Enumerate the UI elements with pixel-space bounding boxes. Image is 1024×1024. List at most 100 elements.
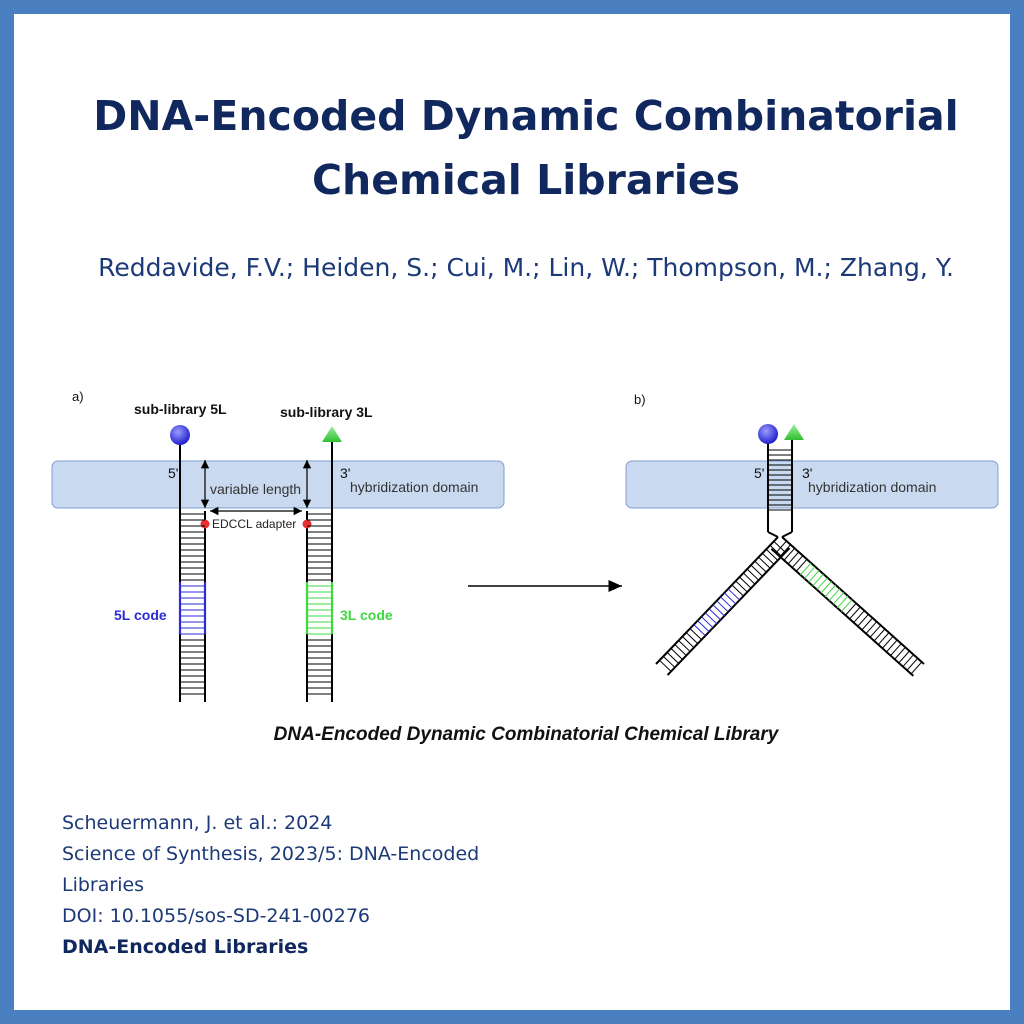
reference-tag: DNA-Encoded Libraries: [62, 936, 309, 958]
code-5l-label: 5L code: [114, 607, 167, 623]
title-line-2: Chemical Libraries: [311, 156, 741, 204]
arm-left-inner: [666, 547, 791, 676]
arm-right-rung: [812, 573, 824, 587]
code-3l-label: 3L code: [340, 607, 393, 623]
arm-right-rung: [869, 624, 882, 638]
arm-left-rung: [731, 584, 744, 597]
three-prime-label-a: 3': [340, 465, 350, 481]
reference-line-2: Science of Synthesis, 2023/5: DNA-Encode…: [62, 843, 480, 865]
arm-right-rung: [841, 599, 853, 612]
arm-right-rung: [800, 562, 812, 576]
arm-right-rung: [906, 657, 919, 671]
arm-left-rung: [743, 572, 756, 585]
adapter-dot-right: [302, 519, 312, 529]
arm-left-rung: [723, 592, 737, 605]
arm-right-outer: [781, 536, 925, 665]
arm-right-rung: [890, 643, 902, 656]
figure-dedccl: a) hybridization domain sub-library 5L s…: [51, 389, 999, 702]
arm-left-rung: [678, 640, 691, 652]
arm-left-rung: [704, 612, 718, 625]
panel-b-label: b): [634, 392, 646, 407]
arm-left-rung: [666, 652, 680, 664]
arm-right-rung: [787, 551, 800, 565]
arm-right-rung: [849, 606, 861, 620]
hybridization-domain-label-b: hybridization domain: [808, 479, 936, 495]
arm-left-rung: [697, 620, 710, 633]
sublib-5l-label: sub-library 5L: [134, 401, 227, 417]
arm-left-rung: [765, 548, 779, 561]
arm-left-rung: [674, 644, 687, 656]
arm-left-rung: [762, 552, 775, 565]
arm-right-rung: [808, 569, 820, 583]
panel-a-label: a): [72, 389, 84, 404]
arm-left-rung: [727, 588, 741, 601]
arm-left-rung: [693, 624, 706, 637]
arm-left-rung: [773, 540, 786, 553]
arm-left-rung: [750, 564, 763, 577]
authors: Reddavide, F.V.; Heiden, S.; Cui, M.; Li…: [98, 253, 954, 282]
ball-b: [758, 424, 778, 444]
reference-doi: DOI: 10.1055/sos-SD-241-00276: [62, 905, 370, 927]
arm-right-rung: [902, 654, 914, 667]
five-prime-label-b: 5': [754, 465, 764, 481]
arm-right-rung: [886, 639, 898, 653]
adapter-label: EDCCL adapter: [212, 517, 296, 531]
triangle-b: [784, 424, 804, 440]
title-line-1: DNA-Encoded Dynamic Combinatorial: [93, 92, 959, 140]
arm-right-rung: [882, 635, 894, 649]
arm-right-rung: [804, 566, 816, 579]
arm-left-rung: [689, 628, 702, 641]
arm-right-rung: [861, 617, 873, 631]
arm-left-rung: [769, 544, 782, 557]
arm-left-rung: [701, 616, 714, 629]
rungs-5l: [178, 513, 207, 695]
arm-left-rung: [720, 596, 733, 609]
hybridized-duplex: [655, 440, 925, 677]
rungs-3l: [305, 513, 334, 695]
arm-right-rung: [894, 646, 906, 660]
junction-right: [781, 531, 793, 538]
arm-left-rung: [670, 648, 683, 660]
reference-block: Scheuermann, J. et al.: 2024 Science of …: [62, 808, 622, 963]
hybridization-domain-b: [625, 460, 999, 509]
junction-left: [767, 531, 779, 538]
arm-right-rung: [898, 650, 910, 664]
page-title: DNA-Encoded Dynamic Combinatorial Chemic…: [54, 84, 998, 212]
reference-line-3: Libraries: [62, 874, 145, 896]
figure-caption: DNA-Encoded Dynamic Combinatorial Chemic…: [273, 724, 779, 745]
arm-right-rung: [795, 558, 808, 572]
variable-length-label: variable length: [210, 481, 301, 497]
arm-left-rung: [746, 568, 760, 581]
five-prime-label-a: 5': [168, 465, 178, 481]
arm-right-rung: [791, 555, 804, 568]
arm-left-rung: [712, 604, 725, 617]
arm-right-rung: [873, 628, 886, 642]
arm-right-rung: [857, 613, 869, 627]
arm-right-rung: [820, 580, 832, 594]
arm-left-rung: [754, 560, 767, 573]
arm-left-rung: [758, 556, 771, 569]
arm-right-rung: [845, 602, 857, 616]
arm-right-rung: [775, 540, 787, 554]
arm-right-rung: [853, 610, 865, 623]
arm-right-rung: [832, 591, 845, 605]
sublib-3l-triangle: [322, 426, 342, 442]
arm-left-rung: [739, 576, 752, 589]
arm-left-rung: [659, 659, 672, 672]
arm-left-rung: [716, 600, 729, 613]
arm-left-rung: [685, 632, 699, 644]
arm-right-rung: [824, 584, 837, 598]
sublib-5l-ball: [170, 425, 190, 445]
arm-right-rung: [779, 544, 791, 557]
arm-left-rung: [708, 608, 721, 621]
arm-right-rung: [877, 632, 890, 645]
arm-right-rung: [865, 621, 878, 634]
adapter-dot-left: [200, 519, 210, 529]
sublib-3l-label: sub-library 3L: [280, 404, 373, 420]
arm-right-rung: [816, 577, 828, 590]
arm-left-rung: [735, 580, 748, 593]
hybridization-domain-label-a: hybridization domain: [350, 479, 478, 495]
arm-right-inner: [770, 548, 915, 677]
three-prime-label-b: 3': [802, 465, 812, 481]
